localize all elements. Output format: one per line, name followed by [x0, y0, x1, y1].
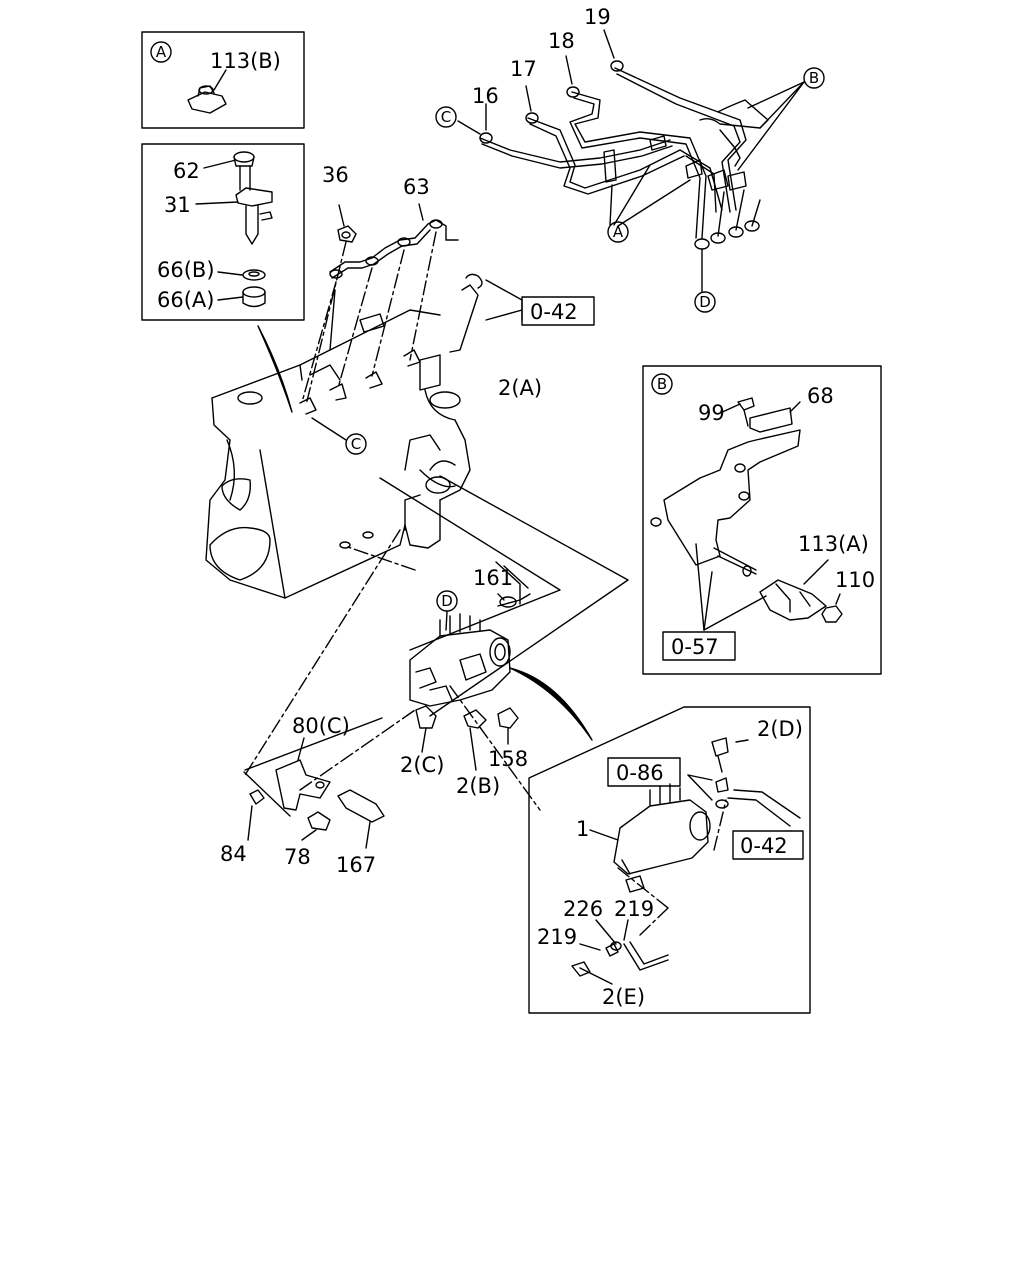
callout-78: 78 [284, 845, 311, 869]
callout-110: 110 [835, 568, 875, 592]
marker-c-circle-engine [345, 433, 367, 455]
ref-0-42-top: 0-42 [530, 300, 578, 324]
ref-0-42-bottom: 0-42 [740, 834, 788, 858]
callout-19: 19 [584, 5, 611, 29]
callout-66b: 66(B) [157, 258, 215, 282]
callout-66a: 66(A) [157, 288, 214, 312]
callout-2d: 2(D) [757, 717, 803, 741]
marker-d-label-top: D [699, 293, 711, 311]
marker-a-circle [607, 221, 629, 243]
ref-box-0-57 [662, 631, 736, 661]
marker-b-inset-label: B [657, 375, 667, 393]
callout-63: 63 [403, 175, 430, 199]
ref-box-0-86 [607, 757, 681, 787]
ref-box-0-42-top [521, 296, 595, 326]
callout-80c: 80(C) [292, 714, 350, 738]
injector-assembly-drawing [233, 151, 273, 308]
injector-inset-frame [141, 143, 305, 321]
pump-pointer-arrow [509, 667, 593, 741]
inset-a-frame [141, 31, 305, 129]
marker-d-label-pump: D [441, 592, 453, 610]
bracket-b-drawing [650, 397, 843, 623]
callout-31: 31 [164, 193, 191, 217]
pump-detail-inset-frame [528, 706, 811, 1014]
marker-c-label-engine: C [351, 435, 361, 453]
callout-2a: 2(A) [498, 376, 542, 400]
callout-226: 226 [563, 897, 603, 921]
marker-b-circle [803, 67, 825, 89]
callout-62: 62 [173, 159, 200, 183]
engine-block-drawing [205, 284, 479, 599]
callout-161: 161 [473, 566, 513, 590]
callout-17: 17 [510, 57, 537, 81]
marker-d-circle-top [694, 291, 716, 313]
ref-0-57: 0-57 [671, 635, 719, 659]
callout-18: 18 [548, 29, 575, 53]
bracket-80c-drawing [249, 759, 385, 831]
ref-0-86: 0-86 [616, 761, 664, 785]
callout-167: 167 [336, 853, 376, 877]
callout-68: 68 [807, 384, 834, 408]
injection-pipes-drawing [479, 60, 769, 250]
clip-113b-drawing [187, 69, 227, 114]
ref-box-0-42-bottom [732, 830, 804, 860]
callout-99: 99 [698, 401, 725, 425]
callout-1: 1 [576, 817, 589, 841]
callout-219-right: 219 [614, 897, 654, 921]
callout-113b: 113(B) [210, 49, 281, 73]
inset-a-marker-circle [150, 41, 172, 63]
callout-219-left: 219 [537, 925, 577, 949]
marker-c-label-top: C [441, 108, 451, 126]
injector-pointer-arrow [257, 325, 293, 413]
callout-2b: 2(B) [456, 774, 500, 798]
inset-b-marker-circle [651, 373, 673, 395]
marker-c-circle-top [435, 106, 457, 128]
marker-a-label: A [613, 223, 624, 241]
marker-d-circle-pump [436, 590, 458, 612]
pump-detail-drawing [571, 737, 801, 977]
callout-158: 158 [488, 747, 528, 771]
injection-pump-drawing [409, 561, 531, 729]
marker-a-inset-label: A [156, 43, 167, 61]
leak-off-pipe-63 [329, 219, 459, 279]
callout-16: 16 [472, 84, 499, 108]
inset-b-frame [642, 365, 882, 675]
callout-84: 84 [220, 842, 247, 866]
callout-36: 36 [322, 163, 349, 187]
callout-113a: 113(A) [798, 532, 869, 556]
callout-2c: 2(C) [400, 753, 444, 777]
callout-2e: 2(E) [602, 985, 645, 1009]
marker-b-label: B [809, 69, 819, 87]
